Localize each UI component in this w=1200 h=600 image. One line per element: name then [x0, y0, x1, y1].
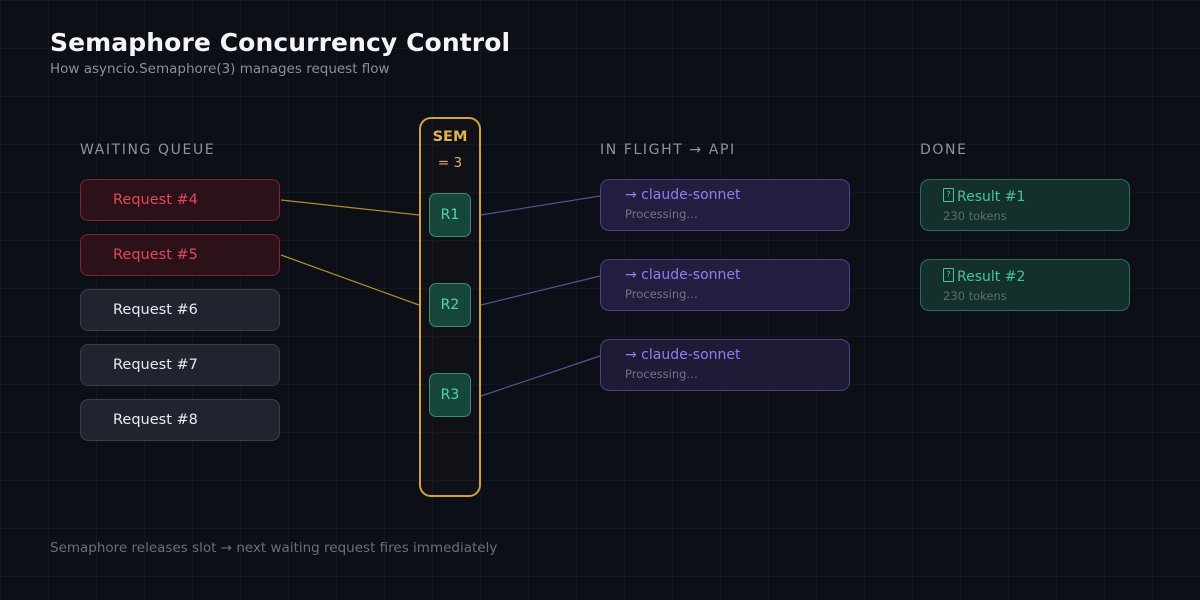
queue-card-request-8[interactable]: Request #8 [80, 399, 280, 441]
semaphore-slot-label: R2 [440, 297, 460, 313]
column-header-done: DONE [920, 142, 968, 158]
semaphore-container [419, 117, 481, 497]
queue-card-request-5[interactable]: Request #5 [80, 234, 280, 276]
queue-card-label: Request #7 [113, 357, 198, 373]
semaphore-slot-r1[interactable]: R1 [429, 193, 471, 237]
semaphore-slot-label: R3 [440, 387, 460, 403]
done-card-title-row: ?Result #2 [943, 267, 1129, 286]
semaphore-slot-r2[interactable]: R2 [429, 283, 471, 327]
queue-card-label: Request #8 [113, 412, 198, 428]
inflight-card-2[interactable]: → claude-sonnet Processing… [600, 259, 850, 311]
inflight-card-title: → claude-sonnet [625, 187, 741, 203]
column-header-waiting-queue: WAITING QUEUE [80, 142, 216, 158]
wire-slot3-to-flight3 [480, 355, 601, 397]
inflight-card-status: Processing… [625, 206, 698, 221]
done-card-1[interactable]: ?Result #1 230 tokens [920, 179, 1130, 231]
semaphore-slot-label: R1 [440, 207, 460, 223]
wire-slot1-to-flight1 [480, 195, 601, 216]
done-card-title: Result #1 [957, 189, 1026, 205]
queue-card-request-7[interactable]: Request #7 [80, 344, 280, 386]
queue-card-request-4[interactable]: Request #4 [80, 179, 280, 221]
semaphore-slot-r3[interactable]: R3 [429, 373, 471, 417]
done-card-tokens: 230 tokens [943, 208, 1007, 223]
done-card-tokens: 230 tokens [943, 288, 1007, 303]
queue-card-request-6[interactable]: Request #6 [80, 289, 280, 331]
inflight-card-status: Processing… [625, 366, 698, 381]
inflight-card-title: → claude-sonnet [625, 267, 741, 283]
page-subtitle: How asyncio.Semaphore(3) manages request… [50, 61, 390, 77]
queue-card-label: Request #6 [113, 302, 198, 318]
semaphore-count: = 3 [437, 155, 463, 171]
inflight-card-title: → claude-sonnet [625, 347, 741, 363]
done-card-title-row: ?Result #1 [943, 187, 1129, 206]
column-header-in-flight: IN FLIGHT → API [600, 142, 736, 158]
done-card-title: Result #2 [957, 269, 1026, 285]
semaphore-label: SEM [432, 129, 468, 145]
queue-card-label: Request #5 [113, 247, 198, 263]
done-card-2[interactable]: ?Result #2 230 tokens [920, 259, 1130, 311]
inflight-card-status: Processing… [625, 286, 698, 301]
page-title: Semaphore Concurrency Control [50, 28, 511, 57]
check-tofu-icon: ? [943, 268, 954, 282]
inflight-card-1[interactable]: → claude-sonnet Processing… [600, 179, 850, 231]
wire-request5-to-slot2 [280, 254, 420, 306]
inflight-card-3[interactable]: → claude-sonnet Processing… [600, 339, 850, 391]
wire-slot2-to-flight2 [480, 275, 601, 306]
footer-note: Semaphore releases slot → next waiting r… [50, 540, 498, 556]
wire-request4-to-slot1 [280, 199, 420, 216]
queue-card-label: Request #4 [113, 192, 198, 208]
check-tofu-icon: ? [943, 188, 954, 202]
